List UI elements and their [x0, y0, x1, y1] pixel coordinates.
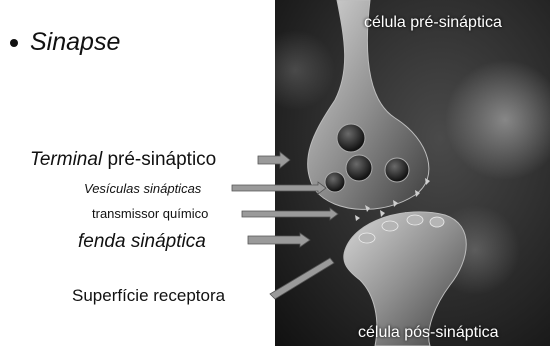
- label-terminal-rest: pré-sináptico: [102, 149, 216, 170]
- title-row: Sinapse: [10, 28, 120, 57]
- synapse-illustration: [275, 0, 550, 346]
- label-superficie-receptora: Superfície receptora: [72, 286, 225, 306]
- label-transmissor-quimico: transmissor químico: [92, 206, 208, 221]
- label-celula-presinaptica: célula pré-sináptica: [364, 14, 502, 32]
- slide-title: Sinapse: [30, 28, 120, 57]
- label-terminal-presinaptico: Terminal pré-sináptico: [30, 149, 216, 171]
- label-terminal-italic: Terminal: [30, 149, 102, 170]
- label-vesiculas-sinapticas: Vesículas sinápticas: [84, 181, 201, 196]
- bullet-dot-icon: [10, 39, 18, 47]
- label-celula-possinaptica: célula pós-sináptica: [358, 324, 499, 342]
- label-fenda-sinaptica: fenda sináptica: [78, 231, 206, 253]
